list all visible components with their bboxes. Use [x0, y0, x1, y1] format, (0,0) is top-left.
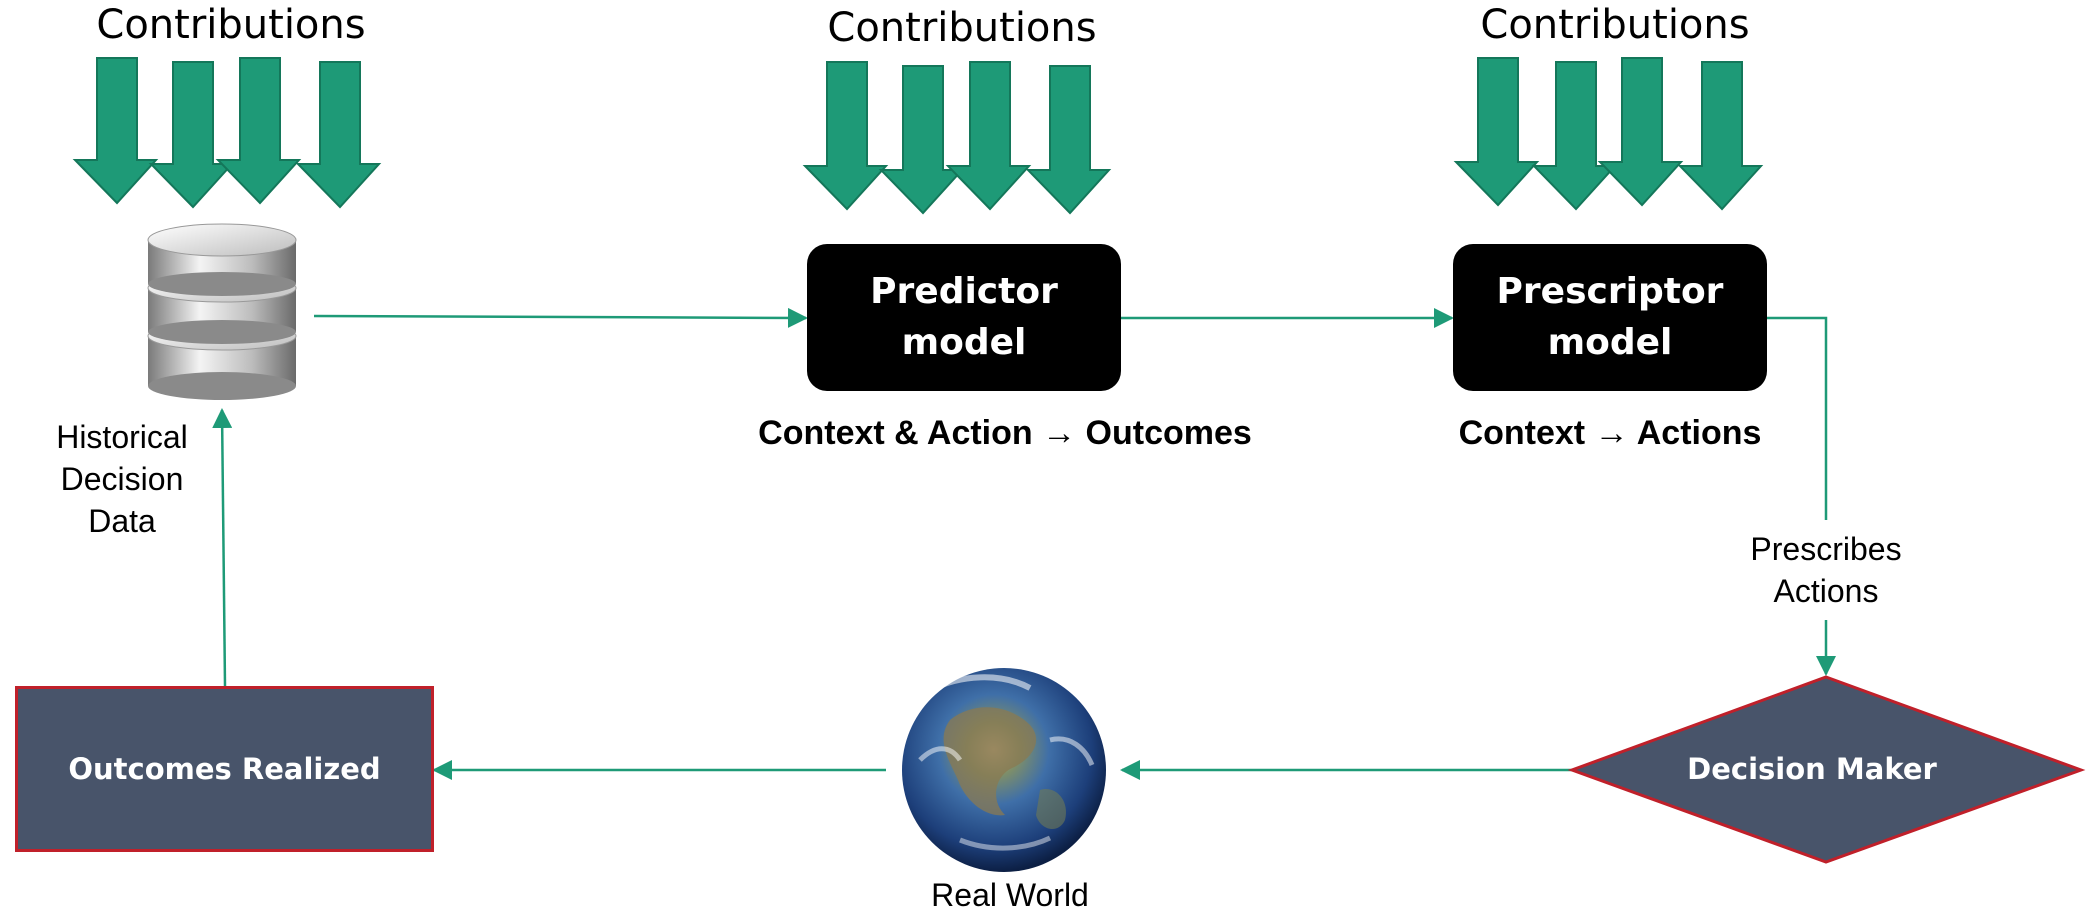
down-arrow-icon: [945, 61, 1032, 211]
arrow-prescriptor-to-prescribes: [1767, 316, 1828, 520]
arrow-outcomes-to-db: [212, 408, 233, 687]
decision-maker-label: Decision Maker: [1687, 752, 1937, 786]
outcomes-realized-box: Outcomes Realized: [15, 686, 434, 852]
predictor-model-box: Predictor model: [807, 244, 1121, 391]
prescribes-actions-label: Prescribes Actions: [1716, 528, 1936, 613]
down-arrow-icon: [1025, 65, 1112, 215]
contributions-right-label: Contributions: [1480, 2, 1750, 48]
connectors: [212, 307, 1836, 780]
down-arrow-icon: [1531, 61, 1618, 211]
database-icon: [147, 223, 297, 400]
arrow-db-to-predictor: [313, 307, 808, 328]
prescribes-line: Prescribes: [1750, 531, 1902, 567]
contributions-right-arrows: [1453, 57, 1764, 211]
globe-icon: [902, 668, 1106, 872]
database-caption-line: Data: [88, 503, 156, 540]
prescriptor-title-line: Prescriptor: [1496, 271, 1724, 313]
prescriptor-model-box: Prescriptor model: [1453, 244, 1767, 391]
down-arrow-icon: [1453, 57, 1540, 207]
real-world-label: Real World: [931, 877, 1089, 913]
database-caption: Historical Decision Data: [22, 416, 222, 543]
down-arrow-icon: [148, 61, 235, 209]
down-arrow-icon: [72, 57, 159, 205]
contributions-left-label: Contributions: [96, 2, 366, 48]
contributions-middle-label: Contributions: [827, 5, 1097, 51]
contributions-middle-arrows: [802, 61, 1112, 215]
predictor-model-title: Predictor model: [870, 271, 1058, 363]
contributions-left-arrows: [72, 57, 382, 209]
decision-maker-diamond: [1567, 675, 2086, 864]
prescribes-line: Actions: [1773, 573, 1879, 610]
down-arrow-icon: [1677, 61, 1764, 211]
prescriptor-title-line: model: [1547, 321, 1673, 363]
down-arrow-icon: [878, 65, 965, 215]
down-arrow-icon: [295, 61, 382, 209]
outcomes-realized-label: Outcomes Realized: [68, 752, 381, 786]
down-arrow-icon: [215, 57, 302, 205]
predictor-caption: Context & Action → Outcomes: [758, 414, 1252, 452]
down-arrow-icon: [1597, 57, 1684, 207]
prescriptor-caption: Context → Actions: [1458, 414, 1762, 452]
down-arrow-icon: [802, 61, 889, 211]
database-caption-line: Historical: [56, 419, 188, 455]
database-caption-line: Decision: [60, 461, 184, 498]
